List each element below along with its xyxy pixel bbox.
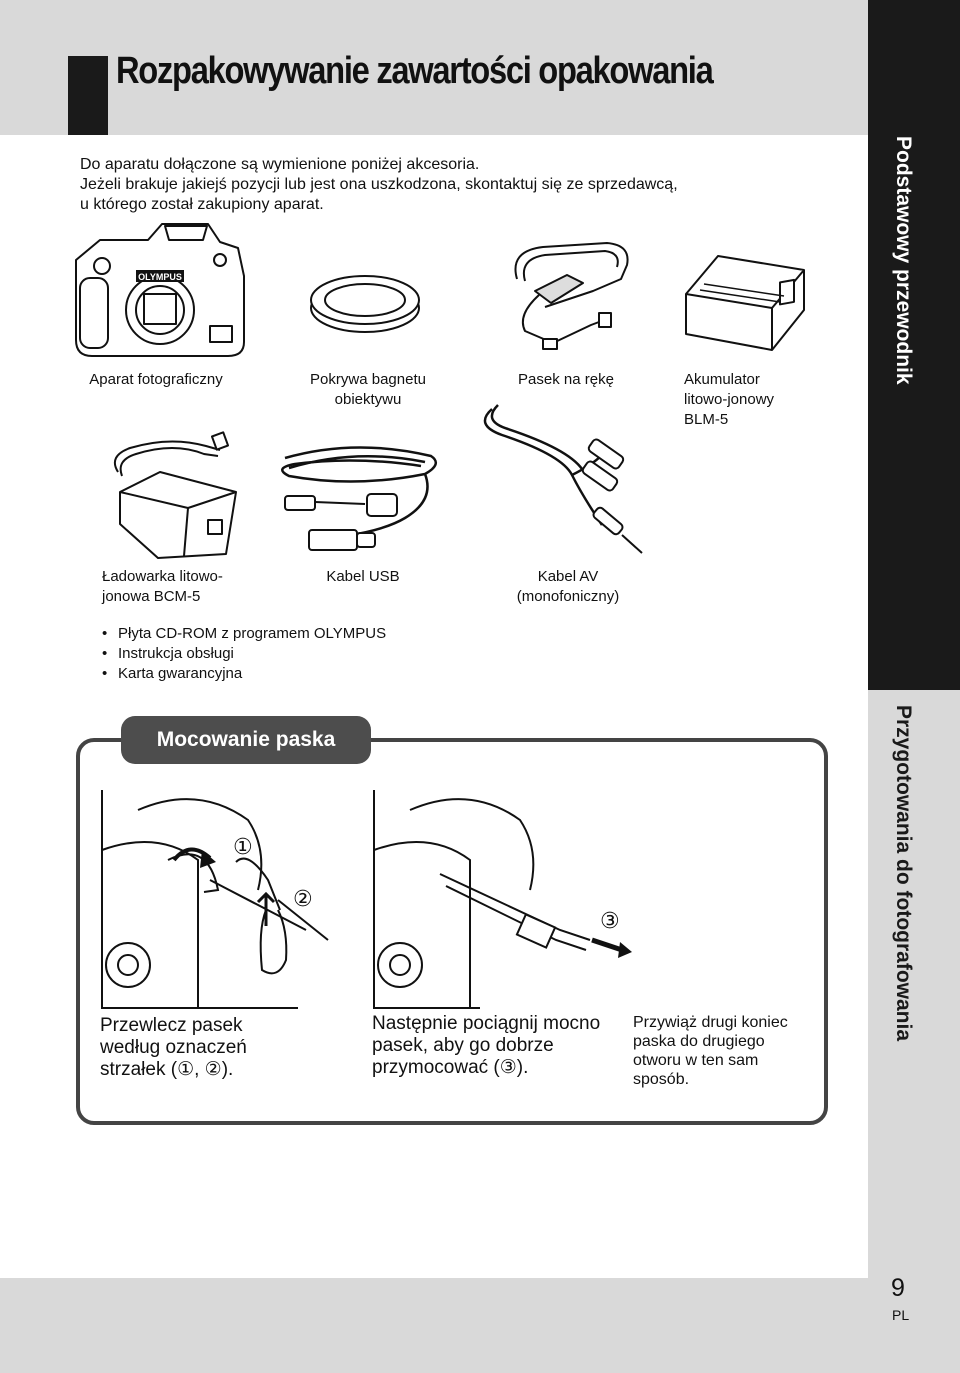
side-tab-preparation (868, 690, 960, 1373)
list-item: Płyta CD-ROM z programem OLYMPUS (102, 624, 386, 644)
side-tab-preparation-label: Przygotowania do fotografowania (892, 705, 915, 1042)
intro-line-3: u którego został zakupiony aparat. (80, 196, 324, 213)
strap-illustration (514, 242, 629, 350)
intro-line-2: Jeżeli brakuje jakiejś pozycji lub jest … (80, 176, 678, 193)
page-number: 9 (891, 1274, 905, 1302)
strap-step1-text: Przewlecz pasek według oznaczeń strzałek… (100, 1015, 247, 1080)
step-marker-3: ③ (600, 909, 620, 934)
item-caption-camera: Aparat fotograficzny (89, 371, 223, 388)
intro-line-1: Do aparatu dołączone są wymienione poniż… (80, 156, 480, 173)
list-item: Karta gwarancyjna (102, 664, 386, 684)
item-caption-usb: Kabel USB (326, 568, 400, 585)
step-marker-1: ① (233, 835, 253, 860)
item-caption-strap: Pasek na rękę (518, 371, 614, 388)
item-caption-charger: Ładowarka litowo- jonowa BCM-5 (102, 568, 223, 605)
strap-step3-text: Przywiąż drugi koniec paska do drugiego … (633, 1014, 788, 1088)
item-caption-cap: Pokrywa bagnetu obiektywu (310, 371, 426, 408)
side-tab-basic-guide (868, 0, 960, 690)
step-marker-2: ② (293, 887, 313, 912)
header-band (0, 0, 868, 135)
item-caption-battery: Akumulator litowo-jonowy BLM-5 (684, 371, 775, 428)
strap-step1-illustration: ① ② (101, 790, 329, 1009)
charger-illustration (114, 431, 237, 559)
battery-illustration (685, 255, 805, 351)
body-cap-illustration (310, 275, 420, 333)
strap-section-heading: Mocowanie paska (121, 716, 371, 764)
extra-items-list: Płyta CD-ROM z programem OLYMPUS Instruk… (102, 624, 386, 684)
page-title: Rozpakowywanie zawartości opakowania (116, 50, 714, 92)
strap-step2-illustration: ③ (373, 790, 632, 1009)
usb-cable-illustration (281, 446, 438, 551)
camera-brand-logo: OLYMPUS (138, 272, 182, 282)
list-item: Instrukcja obsługi (102, 644, 386, 664)
av-cable-illustration (483, 404, 643, 554)
page-language: PL (892, 1307, 910, 1323)
title-marker-block (68, 56, 108, 135)
strap-step2-text: Następnie pociągnij mocno pasek, aby go … (372, 1013, 601, 1078)
side-tab-basic-guide-label: Podstawowy przewodnik (892, 136, 915, 385)
intro-text: Do aparatu dołączone są wymienione poniż… (80, 155, 678, 215)
item-caption-av: Kabel AV (monofoniczny) (516, 568, 620, 605)
camera-illustration: OLYMPUS (75, 223, 245, 357)
strap-section-frame (76, 738, 828, 1125)
footer-band (0, 1278, 868, 1373)
